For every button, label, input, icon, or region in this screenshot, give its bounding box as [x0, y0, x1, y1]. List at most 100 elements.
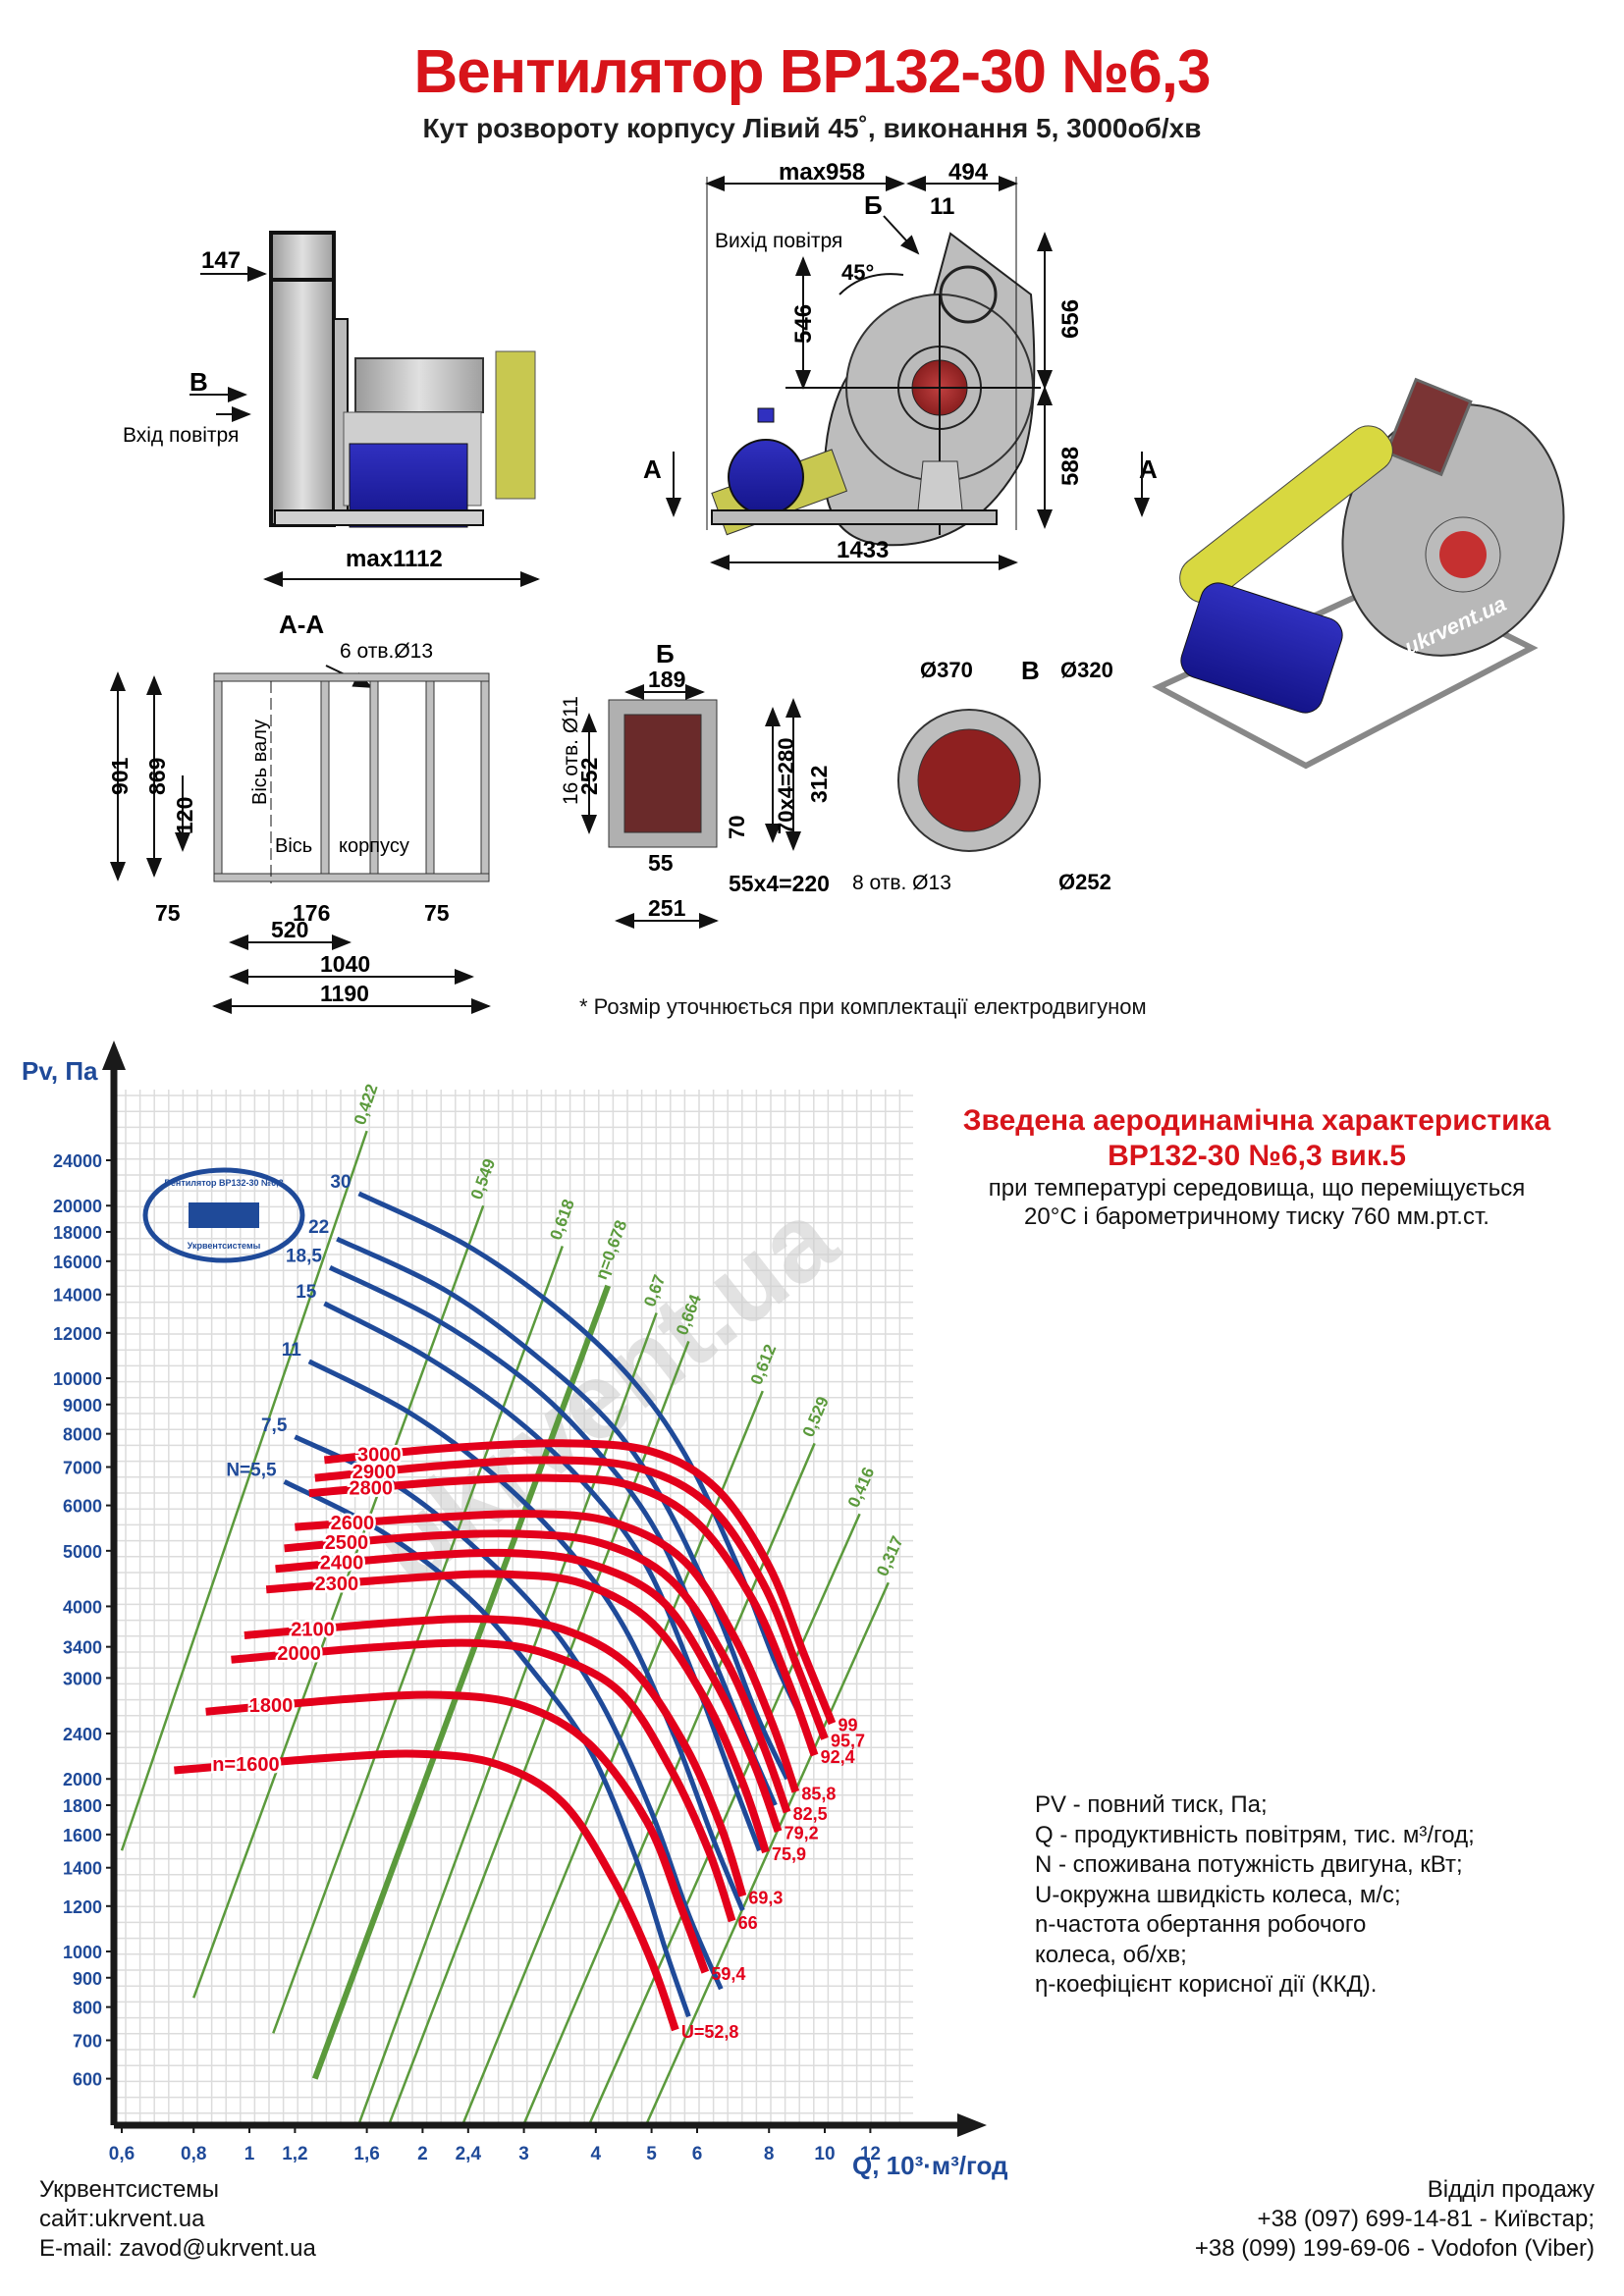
y-axis-arrow	[102, 1041, 126, 1070]
y-tick-label: 3400	[63, 1638, 102, 1658]
page-subtitle: Кут розвороту корпусу Лівий 45˚, виконан…	[422, 113, 1202, 143]
power-label: 22	[308, 1217, 329, 1238]
y-tick-label: 12000	[53, 1324, 102, 1344]
speed-curve-3000	[324, 1439, 837, 1726]
speed-label: 2800	[350, 1477, 394, 1499]
speed-label: 2300	[315, 1574, 359, 1595]
section-aa: А-А 6 отв.Ø13 Вісь валу Вісь корпусу 901…	[107, 610, 491, 1014]
speed-label: 2400	[320, 1553, 364, 1575]
d320-label: Ø320	[1060, 658, 1113, 682]
dim-251: 251	[648, 895, 686, 921]
tip-speed-label: 85,8	[801, 1784, 836, 1803]
tip-speed-label: 69,3	[748, 1888, 783, 1907]
speed-curve-2300	[265, 1570, 770, 1854]
speed-curves: 300099290095,7280092,4260085,8250082,524…	[174, 1439, 865, 2042]
dim-312: 312	[806, 766, 832, 803]
y-tick-label: 3000	[63, 1669, 102, 1688]
dim-1433: 1433	[837, 537, 889, 563]
y-tick-label: 800	[73, 1999, 102, 2018]
x-tick-label: 6	[692, 2144, 703, 2164]
y-tick-label: 1200	[63, 1897, 102, 1917]
company-site[interactable]: сайт:ukrvent.ua	[39, 2206, 205, 2232]
y-tick-label: 1600	[63, 1826, 102, 1845]
speed-label: 3000	[357, 1444, 402, 1466]
y-tick-label: 24000	[53, 1151, 102, 1171]
speed-label: 1800	[249, 1695, 294, 1717]
y-tick-label: 18000	[53, 1223, 102, 1243]
section-aa-title: А-А	[279, 610, 324, 639]
efficiency-label: η=0,678	[592, 1218, 631, 1283]
dim-147: 147	[201, 247, 241, 274]
legend-line: колеса, об/хв;	[1035, 1941, 1187, 1968]
efficiency-line-0.618	[272, 1246, 565, 2034]
dim-1040: 1040	[320, 951, 370, 977]
air-outlet-label: Вихід повітря	[715, 230, 842, 252]
speed-label: n=1600	[212, 1754, 279, 1776]
y-tick-label: 9000	[63, 1396, 102, 1415]
speed-label: 2000	[277, 1643, 321, 1665]
stamp-top-text: Вентилятор ВР132-30 №6,3	[164, 1178, 283, 1188]
y-tick-label: 2400	[63, 1725, 102, 1744]
dim-70x4: 70х4=280	[774, 738, 798, 835]
efficiency-line-0.549	[192, 1204, 485, 1999]
dim-55: 55	[648, 850, 674, 876]
sales-title: Відділ продажу	[1427, 2176, 1595, 2203]
page-title: Вентилятор ВР132-30 №6,3	[413, 38, 1212, 106]
view-b-title: Б	[656, 639, 675, 668]
y-tick-label: 10000	[53, 1369, 102, 1389]
marker-v: В	[189, 367, 208, 397]
power-label: 11	[282, 1340, 302, 1361]
tip-speed-label: 66	[738, 1913, 758, 1933]
air-inlet-label: Вхід повітря	[123, 424, 239, 447]
x-tick-label: 0,6	[109, 2144, 135, 2164]
body-axis-label-1: Вісь	[275, 835, 312, 857]
view-v-title: В	[1021, 656, 1040, 685]
view-b-holes: 16 отв. Ø11	[560, 696, 582, 805]
speed-curve-1600	[174, 1749, 679, 2032]
symbol-legend: PV - повний тиск, Па; Q - продуктивність…	[1035, 1790, 1475, 2001]
y-tick-label: 900	[73, 1969, 102, 1989]
power-label: 18,5	[286, 1246, 322, 1266]
sales-phone-2[interactable]: +38 (099) 199-69-06 - Vodofon (Viber)	[1194, 2235, 1595, 2262]
d370-label: Ø370	[920, 658, 973, 682]
efficiency-label: 0,416	[844, 1465, 879, 1511]
dim-520: 520	[271, 917, 308, 942]
technical-drawings: 147 В Вхід повітря max1112 max958 494 Б …	[107, 159, 1565, 1014]
footer-sales: Відділ продажу +38 (097) 699-14-81 - Киї…	[1195, 2175, 1595, 2264]
dim-75-right: 75	[424, 900, 450, 926]
x-axis-arrow	[957, 2113, 987, 2137]
company-name: Укрвентсистемы	[39, 2176, 220, 2203]
speed-label: 2100	[291, 1619, 335, 1640]
y-tick-label: 1400	[63, 1859, 102, 1879]
x-tick-label: 1	[244, 2144, 255, 2164]
power-label: 30	[330, 1172, 351, 1193]
speed-label: 2500	[325, 1532, 369, 1554]
dim-11: 11	[930, 193, 954, 220]
chart-axes: 6007008009001000120014001600180020002400…	[53, 1041, 987, 2164]
stamp-bottom-text: Укрвентсистемы	[188, 1241, 261, 1251]
speed-curve-2100	[244, 1615, 747, 1897]
aerodynamic-chart: ukrvent.ua Вентилятор ВР132-30 №6,3 Укрв…	[22, 1041, 1008, 2180]
footer-company: Укрвентсистемы сайт:ukrvent.ua E-mail: z…	[39, 2175, 316, 2264]
power-curve-15	[323, 1301, 762, 1852]
section-mark-left: A	[643, 454, 662, 484]
front-view: max958 494 Б 11 Вихід повітря 45° 546 65…	[643, 159, 1158, 570]
dim-1190: 1190	[320, 981, 369, 1006]
company-email[interactable]: E-mail: zavod@ukrvent.ua	[39, 2235, 316, 2262]
body-axis-label-2: корпусу	[339, 835, 409, 857]
tip-speed-label: U=52,8	[681, 2022, 739, 2042]
dim-max958: max958	[779, 159, 865, 186]
view-v: В Ø370 Ø320 8 отв. Ø13 Ø252	[852, 656, 1113, 894]
tip-speed-label: 95,7	[831, 1731, 865, 1750]
legend-line: η-коефіцієнт корисної дії (ККД).	[1035, 1971, 1378, 1998]
marker-b: Б	[864, 190, 883, 220]
x-tick-label: 4	[591, 2144, 602, 2164]
legend-line: Q - продуктивність повітрям, тис. м³/год…	[1035, 1821, 1475, 1848]
legend-line: n-частота обертання робочого	[1035, 1911, 1367, 1938]
tip-speed-label: 92,4	[821, 1747, 855, 1767]
section-aa-holes: 6 отв.Ø13	[340, 640, 433, 663]
speed-label: 2600	[331, 1513, 375, 1534]
tip-speed-label: 79,2	[785, 1824, 819, 1843]
sales-phone-1[interactable]: +38 (097) 699-14-81 - Київстар;	[1257, 2206, 1595, 2232]
power-curve-30	[357, 1191, 807, 1725]
